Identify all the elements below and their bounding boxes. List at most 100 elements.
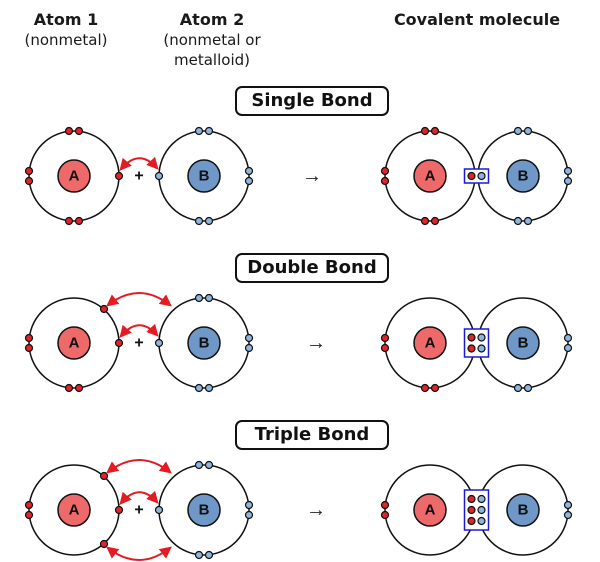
atom2-title: Atom 2 [179,10,245,29]
single-molecule-a-nucleus [413,159,447,193]
triple-atom-a-nucleus [57,493,91,527]
electron [99,539,109,549]
electron [380,333,390,343]
single-atom-b-label: B [199,168,210,185]
electron [563,510,573,520]
electron [380,510,390,520]
electron [430,126,440,136]
electron [154,171,164,181]
double-shared-pair-box [463,328,490,358]
triple-molecule-b-label: B [518,502,529,519]
double-reaction-arrow: → [306,332,326,354]
electron [194,126,204,136]
shared-electron-b [477,516,486,526]
electron [380,166,390,176]
electron [244,333,254,343]
triple-atom-a-label: A [69,502,80,519]
molecule-title: Covalent molecule [393,10,561,29]
electron [64,126,74,136]
triple-atom-b-nucleus [187,493,221,527]
shared-electron-a [467,516,476,526]
triple-reaction-arrow: → [306,499,326,521]
double-share-arrow-middle [119,323,159,338]
single-molecule-b-label: B [518,168,529,185]
atom2-header: Atom 2 (nonmetal or metalloid) [150,10,274,70]
single-atom-b-nucleus [187,159,221,193]
triple-share-arrow-bottom [106,546,172,561]
electron [563,500,573,510]
triple-molecule-a-label: A [425,502,436,519]
triple-share-arrow-middle [119,490,159,505]
electron [64,383,74,393]
electron [74,126,84,136]
electron [74,216,84,226]
shared-electron-b [477,171,486,181]
double-atom-a-nucleus [57,326,91,360]
atom2-subtitle-line1: (nonmetal or [163,31,261,49]
electron [420,383,430,393]
electron [204,460,214,470]
triple-molecule-a-nucleus [413,493,447,527]
electron [513,383,523,393]
electron [244,343,254,353]
electron [24,510,34,520]
shared-electron-a [467,171,476,181]
electron [563,343,573,353]
single-share-arrow-middle [119,156,159,171]
triple-plus-sign: + [134,502,143,519]
electron [563,333,573,343]
double-molecule-b-nucleus [506,326,540,360]
single-atom-a-nucleus [57,159,91,193]
electron [523,383,533,393]
electron [24,333,34,343]
electron [194,550,204,560]
electron [420,216,430,226]
atom1-header: Atom 1 (nonmetal) [14,10,118,50]
electron [430,216,440,226]
electron [194,460,204,470]
double-share-arrow-top [106,292,172,307]
electron [244,510,254,520]
shared-electron-a [467,494,476,504]
double-atom-b-label: B [199,335,210,352]
single-bond-title: Single Bond [235,86,389,116]
electron [204,293,214,303]
electron [563,176,573,186]
shared-electron-b [477,494,486,504]
electron [380,500,390,510]
shared-electron-b [477,333,486,342]
electron [420,126,430,136]
electron [244,500,254,510]
electron [64,216,74,226]
electron [99,304,109,314]
electron [74,383,84,393]
triple-bond-title: Triple Bond [235,420,389,450]
electron [194,383,204,393]
electron [204,550,214,560]
electron [244,166,254,176]
single-molecule-a-label: A [425,168,436,185]
electron [204,383,214,393]
electron [513,216,523,226]
double-plus-sign: + [134,335,143,352]
atom2-subtitle-line2: metalloid) [174,51,250,69]
single-reaction-arrow: → [302,165,322,187]
electron [513,126,523,136]
triple-share-arrow-top [106,459,172,474]
electron [24,343,34,353]
triple-atom-b-label: B [199,502,210,519]
shared-electron-a [467,344,476,353]
double-molecule-a-label: A [425,335,436,352]
electron [380,176,390,186]
single-molecule-b-nucleus [506,159,540,193]
electron [523,126,533,136]
electron [194,216,204,226]
shared-electron-a [467,333,476,342]
single-plus-sign: + [134,168,143,185]
electron [380,343,390,353]
electron [204,126,214,136]
double-atom-b-nucleus [187,326,221,360]
shared-electron-b [477,505,486,515]
double-atom-a-label: A [69,335,80,352]
